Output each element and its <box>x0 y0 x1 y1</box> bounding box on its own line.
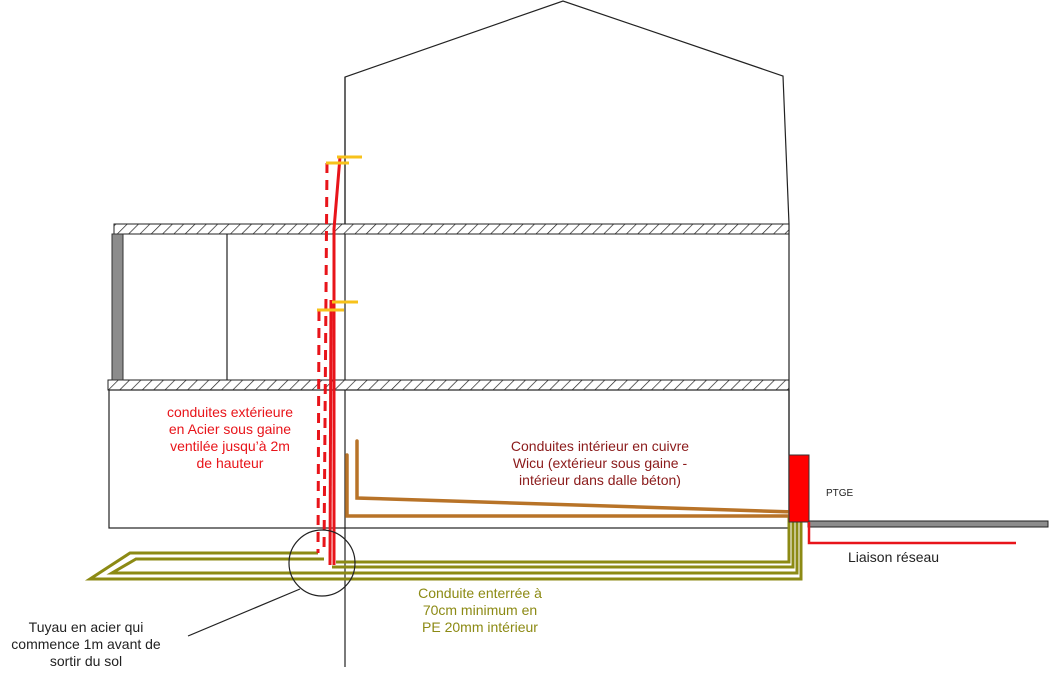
steel-pipe-note-line: de hauteur <box>196 455 264 471</box>
lower-floor-slab <box>107 379 790 391</box>
buried-pipe-note-line: Conduite enterrée à <box>418 585 542 601</box>
buried-pipe-note: Conduite enterrée à 70cm minimum en PE 2… <box>380 585 580 636</box>
steel-pipe-note-line: en Acier sous gaine <box>168 421 292 437</box>
buried-pipe-note-line: 70cm minimum en <box>422 602 538 618</box>
steel-pipes-exterior <box>316 162 329 554</box>
copper-pipe-note: Conduites intérieur en cuivre Wicu (exté… <box>465 438 735 489</box>
steel-pipe-note-line: conduites extérieure <box>166 404 294 420</box>
buried-pipes <box>84 515 803 581</box>
network-link-pipe <box>807 522 1016 545</box>
buried-pipe-1 <box>84 515 803 581</box>
steel-pipe-solid-1 <box>332 156 342 565</box>
steel-pipe-note: conduites extérieure en Acier sous gaine… <box>140 404 320 472</box>
copper-pipe-note-line: intérieur dans dalle béton) <box>519 472 681 488</box>
buried-pipe-2 <box>106 515 799 575</box>
copper-pipe-2 <box>345 453 797 518</box>
callout-leader <box>187 588 301 637</box>
copper-pipe-1 <box>355 439 797 514</box>
steel-pipe-note-line: ventilée jusqu’à 2m <box>170 438 290 454</box>
steel-callout-note-line: commence 1m avant de <box>11 636 161 652</box>
buried-pipe-note-line: PE 20mm intérieur <box>422 619 538 635</box>
copper-pipe-note-line: Conduites intérieur en cuivre <box>510 438 690 454</box>
steel-pipes-solid <box>328 156 342 566</box>
steel-pipe-solid-2 <box>328 299 333 566</box>
upper-floor-slab <box>113 223 790 235</box>
copper-pipe-note-line: Wicu (extérieur sous gaine - <box>512 455 688 471</box>
steel-callout-note-line: Tuyau en acier qui <box>28 619 144 635</box>
left-gray-wall <box>111 233 124 381</box>
valves <box>317 155 362 312</box>
buried-pipe-3 <box>332 515 795 569</box>
callout-circle <box>288 529 356 597</box>
ptge-box <box>788 454 810 523</box>
steel-callout-note-line: sortir du sol <box>49 653 123 669</box>
network-link-label: Liaison réseau <box>848 549 940 565</box>
copper-pipes <box>345 439 797 518</box>
steel-callout-note: Tuyau en acier qui commence 1m avant de … <box>0 619 172 670</box>
ground-line <box>807 520 1049 528</box>
steel-pipe-dashed-1 <box>322 162 329 554</box>
steel-pipe-dashed-2 <box>316 310 321 554</box>
house-roof <box>344 0 790 667</box>
ptge-label: PTGE <box>826 488 854 499</box>
buried-pipe-4 <box>336 515 791 564</box>
